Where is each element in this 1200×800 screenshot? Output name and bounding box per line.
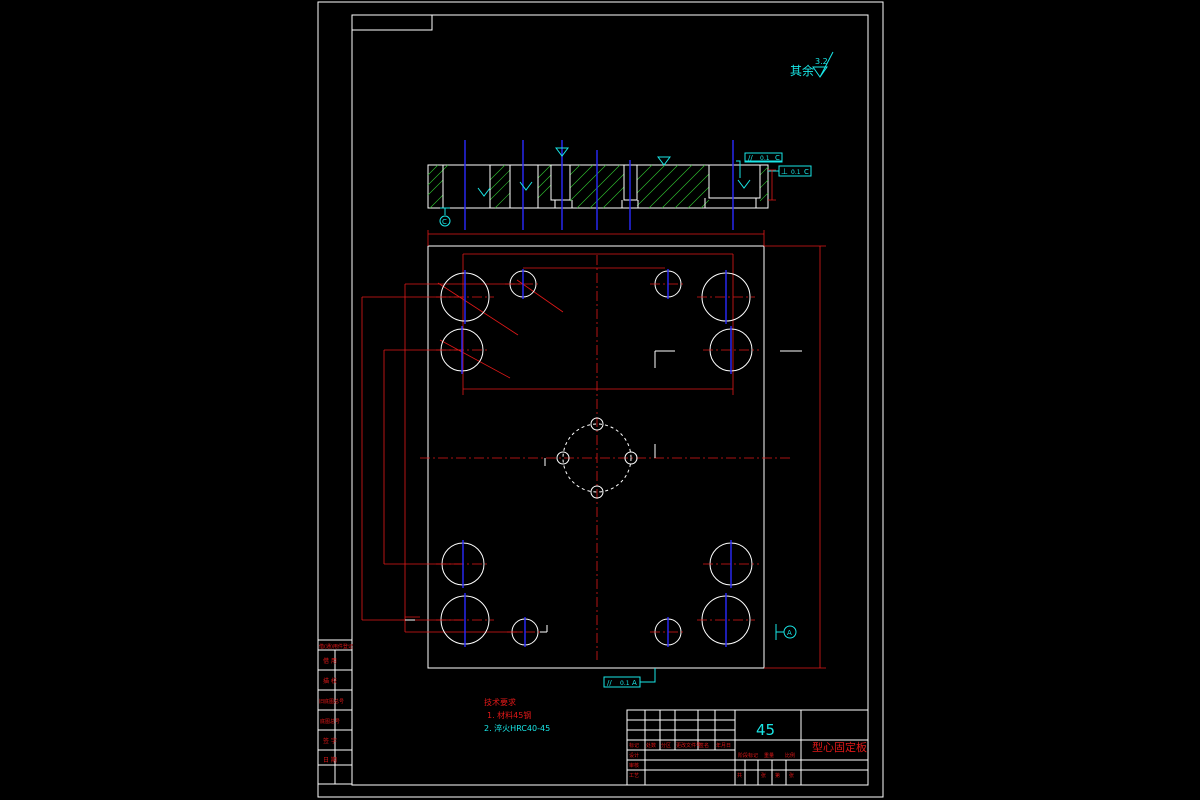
roughness-symbol <box>812 51 834 78</box>
svg-text:A: A <box>787 629 792 637</box>
svg-text:共: 共 <box>737 772 742 779</box>
part-name: 型心固定板 <box>812 740 867 754</box>
overall-width-dim <box>427 230 765 246</box>
svg-text:分区: 分区 <box>661 742 671 749</box>
datum-a-marker: A <box>775 624 797 640</box>
stamp-row-6: 日 期 <box>323 756 337 764</box>
svg-text:标记: 标记 <box>629 742 639 749</box>
diameter-leaders <box>437 279 564 379</box>
svg-text://: // <box>607 679 612 687</box>
svg-text:0.1: 0.1 <box>791 169 801 176</box>
svg-text:签名: 签名 <box>699 742 709 749</box>
roughness-note-label: 其余 <box>790 63 814 78</box>
overall-height-dim <box>764 245 826 669</box>
hole-centerlines-blue <box>461 269 732 647</box>
section-hatch <box>427 164 769 209</box>
stamp-column: 借(通)用件登记 借 用 描 校 旧底图总号 底图总号 签 字 日 期 <box>317 639 353 785</box>
tech-item-1: 1. 材料45钢 <box>487 710 531 720</box>
tolerance-frame-top: // 0.1 C <box>736 152 783 178</box>
section-cut-marks <box>405 350 802 633</box>
stamp-row-0: 借(通)用件登记 <box>319 643 353 650</box>
tolerance-frame-bottom: // 0.1 A <box>603 668 656 688</box>
tech-item-2: 2. 淬火HRC40-45 <box>484 723 550 733</box>
material-label: 45 <box>756 721 775 739</box>
svg-text:年月日: 年月日 <box>716 742 731 749</box>
roughness-value: 3.2 <box>815 57 828 66</box>
svg-text:张: 张 <box>789 772 794 779</box>
svg-text:C: C <box>442 218 447 226</box>
stamp-row-1: 借 用 <box>323 657 337 665</box>
tech-title: 技术要求 <box>484 697 516 707</box>
center-small-holes <box>556 417 638 499</box>
section-cavities <box>442 165 761 209</box>
plan-view: A // 0.1 A <box>361 230 826 688</box>
svg-text:处数: 处数 <box>646 742 656 749</box>
technical-requirements: 技术要求 1. 材料45钢 2. 淬火HRC40-45 <box>484 697 550 733</box>
plate-outline <box>427 245 765 669</box>
sheet-inner-border <box>351 14 869 786</box>
guide-pin-holes <box>440 272 753 645</box>
center-bolt-circle <box>562 423 632 493</box>
svg-text:重量: 重量 <box>764 752 774 759</box>
stamp-row-3: 旧底图总号 <box>319 698 344 705</box>
svg-text:阶段标记: 阶段标记 <box>738 752 758 759</box>
svg-text:工艺: 工艺 <box>629 773 639 779</box>
section-height-dim <box>768 169 776 201</box>
svg-text:A: A <box>632 679 637 687</box>
stamp-row-4: 底图总号 <box>320 718 340 725</box>
sheet-outer-border <box>317 1 884 798</box>
roughness-note: 其余 3.2 <box>790 51 834 78</box>
section-outline <box>427 164 769 209</box>
svg-text:0.1: 0.1 <box>760 155 770 162</box>
svg-text:设计: 设计 <box>629 752 639 759</box>
svg-text:0.1: 0.1 <box>620 680 630 687</box>
svg-text:C: C <box>775 154 780 162</box>
title-block: 45 型心固定板 标记 处数 分区 更改文件号 签名 年月日 设计 审核 工艺 … <box>626 709 869 786</box>
inner-width-dims <box>462 253 734 395</box>
section-roughness-marks <box>477 147 751 197</box>
svg-text:审核: 审核 <box>629 762 639 769</box>
section-view: // 0.1 C ⊥ 0.1 C C <box>427 140 812 230</box>
svg-text:更改文件号: 更改文件号 <box>676 742 701 749</box>
svg-text:张: 张 <box>761 772 766 779</box>
section-centerlines <box>464 140 734 230</box>
reversed-code-box <box>351 14 433 31</box>
stamp-row-5: 签 字 <box>323 737 337 745</box>
datum-c-marker: C <box>439 207 451 227</box>
svg-text:⊥: ⊥ <box>781 167 788 176</box>
tolerance-frame-side: ⊥ 0.1 C <box>768 165 812 177</box>
stamp-row-2: 描 校 <box>323 677 337 685</box>
svg-text:第: 第 <box>775 772 780 779</box>
svg-text:C: C <box>804 168 809 176</box>
svg-text:比例: 比例 <box>785 752 795 759</box>
svg-text://: // <box>748 154 753 162</box>
